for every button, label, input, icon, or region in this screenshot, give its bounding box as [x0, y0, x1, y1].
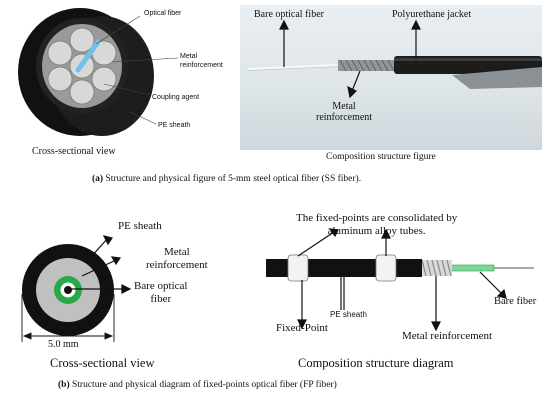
caption-a-text: Structure and physical figure of 5-mm st…: [103, 174, 362, 184]
title-cross-sectional-view-a: Cross-sectional view: [32, 146, 116, 157]
label-bare-optical-fiber-b: Bare optical fiber: [134, 280, 187, 306]
diameter-dimension: [21, 294, 115, 342]
label-fixed-points-consolidated: The fixed-points are consolidated by alu…: [296, 212, 457, 238]
photo-bare-fiber-shadow: [247, 66, 341, 71]
panel-a-leader-lines: [95, 15, 179, 125]
panel-b-cross-section-arrows: [70, 235, 132, 294]
label-bare-optical-fiber-photo: Bare optical fiber: [254, 9, 324, 20]
photo-metal-braid-pattern: [339, 59, 395, 72]
label-metal-reinforcement-a: Metal reinforcement: [180, 52, 223, 70]
label-polyurethane-jacket: Polyurethane jacket: [392, 9, 472, 20]
composition-photo-drawing: [247, 19, 542, 99]
label-metal-reinforcement-photo: Metal reinforcement: [316, 101, 372, 123]
fp-diagram-aluminum-tube-1: [287, 254, 309, 282]
label-pe-sheath-diagram: PE sheath: [330, 310, 367, 319]
caption-b-text: Structure and physical diagram of fixed-…: [69, 380, 337, 390]
label-pe-sheath-b: PE sheath: [118, 220, 162, 232]
label-diameter: 5.0 mm: [48, 339, 79, 350]
label-pe-sheath-a: PE sheath: [158, 122, 191, 129]
panel-b-composition-diagram: [266, 228, 534, 332]
panel-b-diagram-arrows: [297, 228, 507, 332]
label-b-metal-line2: reinforcement: [146, 259, 208, 271]
caption-b-letter: (b): [58, 380, 70, 390]
ss-fiber-optical-core: [75, 39, 101, 73]
panel-a-cross-section-drawing: [18, 8, 179, 136]
label-coupling-agent: Coupling agent: [152, 94, 200, 101]
label-photo-metal-line2: reinforcement: [316, 112, 373, 123]
label-metal-line1: Metal: [180, 53, 198, 60]
label-fixed-points-line1: The fixed-points are consolidated by: [296, 212, 458, 224]
caption-b: (b) Structure and physical diagram of fi…: [58, 380, 337, 390]
photo-tool: [452, 67, 542, 89]
label-metal-reinforcement-b: Metal reinforcement: [146, 246, 208, 272]
label-photo-metal-line1: Metal: [332, 101, 356, 112]
title-composition-structure-figure: Composition structure figure: [326, 152, 436, 162]
label-optical-fiber: Optical fiber: [144, 10, 182, 17]
label-b-metal-line1: Metal: [164, 246, 190, 258]
fp-diagram-aluminum-tube-2: [375, 254, 397, 282]
photo-arrows: [279, 19, 421, 99]
photo-jacket-highlight: [394, 58, 542, 61]
caption-a-letter: (a): [92, 174, 104, 184]
title-cross-sectional-view-b: Cross-sectional view: [50, 356, 155, 370]
label-metal-reinforcement-diagram: Metal reinforcement: [402, 330, 493, 342]
fp-diagram-spring-coils: [421, 259, 452, 277]
label-b-bare-line1: Bare optical: [134, 280, 188, 292]
label-bare-fiber: Bare fiber: [494, 296, 537, 307]
panel-b-cross-section-drawing: [21, 235, 132, 342]
label-fixed-points-line2: aluminum alloy tubes.: [327, 225, 426, 237]
label-fixed-point: Fixed-Point: [276, 322, 328, 334]
label-metal-line2: reinforcement: [180, 62, 223, 69]
fp-fiber-core: [64, 286, 72, 294]
ss-fiber-metal-strands: [47, 27, 117, 105]
photo-bare-fiber: [247, 63, 341, 71]
panel-a-composition-photo: Bare optical fiber Polyurethane jacket M…: [240, 5, 542, 150]
title-composition-structure-diagram: Composition structure diagram: [298, 356, 454, 370]
fp-diagram-green-fiber: [449, 264, 495, 272]
caption-a: (a) Structure and physical figure of 5-m…: [92, 174, 361, 184]
label-b-bare-line2: fiber: [150, 293, 172, 305]
